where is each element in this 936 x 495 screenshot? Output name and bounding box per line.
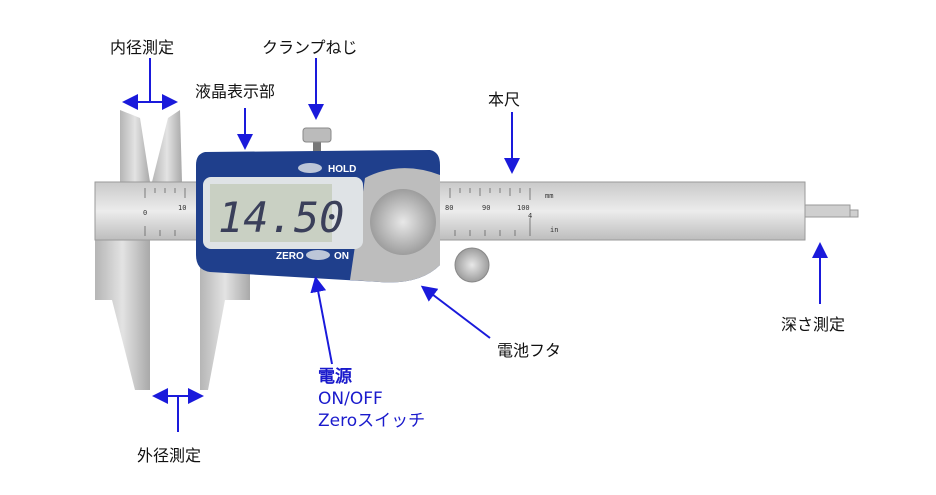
moving-jaw bbox=[152, 110, 250, 390]
label-clamp-screw: クランプねじ bbox=[262, 38, 358, 57]
callout-arrows bbox=[122, 58, 828, 432]
power-zero-button[interactable] bbox=[306, 250, 330, 260]
scale-label-10: 10 bbox=[178, 204, 186, 212]
fixed-jaw bbox=[95, 110, 150, 390]
power-title: 電源 bbox=[318, 367, 352, 387]
thumb-wheel-icon bbox=[370, 189, 436, 255]
label-inner-measurement: 内径測定 bbox=[110, 38, 175, 57]
scale-ticks bbox=[144, 188, 531, 236]
fine-adjust-roller[interactable] bbox=[454, 247, 490, 283]
label-outer-measurement: 外径測定 bbox=[137, 446, 202, 465]
label-lcd: 液晶表示部 bbox=[195, 82, 276, 101]
display-unit: 14.50 HOLD ZERO ON bbox=[196, 150, 440, 283]
power-zero-switch: Zeroスイッチ bbox=[318, 411, 426, 431]
scale-label-0: 0 bbox=[143, 209, 147, 217]
lcd-reading: 14.50 bbox=[218, 193, 344, 242]
scale-label-80: 80 bbox=[445, 204, 453, 212]
label-battery-cover: 電池フタ bbox=[497, 341, 562, 360]
on-label: ON bbox=[334, 251, 349, 262]
label-power-switch: 電源 ON/OFF Zeroスイッチ bbox=[318, 366, 425, 432]
power-onoff: ON/OFF bbox=[318, 389, 383, 409]
scale-label-inch-4: 4 bbox=[528, 212, 532, 220]
clamp-screw[interactable] bbox=[302, 127, 332, 152]
label-depth-measurement: 深さ測定 bbox=[781, 315, 846, 334]
scale-unit-mm: mm bbox=[545, 192, 553, 200]
zero-label: ZERO bbox=[276, 251, 304, 262]
scale-label-100: 100 bbox=[517, 204, 530, 212]
hold-button[interactable] bbox=[298, 163, 322, 173]
label-main-scale: 本尺 bbox=[488, 90, 521, 109]
lcd-screen bbox=[210, 184, 332, 242]
hold-label: HOLD bbox=[328, 164, 356, 175]
scale-unit-in: in bbox=[550, 226, 558, 234]
scale-label-90: 90 bbox=[482, 204, 490, 212]
